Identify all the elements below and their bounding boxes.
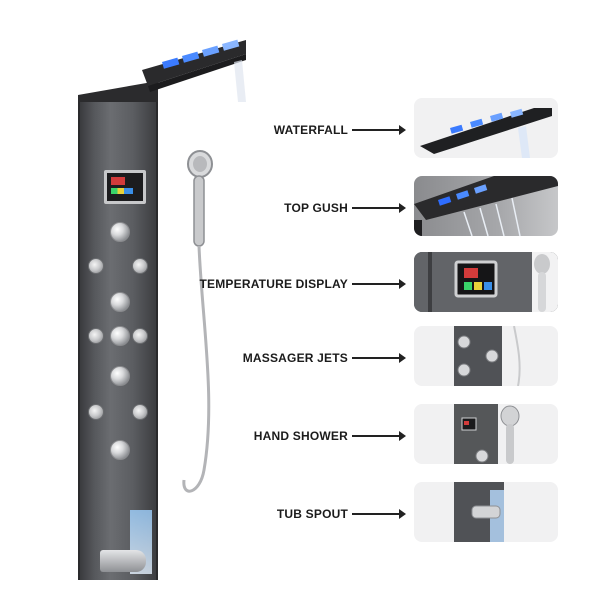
massage-jet-icon (454, 326, 521, 386)
rain-head-icon (414, 176, 558, 236)
feature-row-tub-spout: TUB SPOUT (190, 504, 420, 524)
arrow-icon (352, 125, 406, 135)
feature-label: WATERFALL (273, 123, 348, 137)
shower-panel (60, 30, 260, 590)
waterfall-head-icon (142, 39, 246, 102)
feature-row-hand-shower: HAND SHOWER (190, 426, 420, 446)
massager-jets-thumbnail (414, 326, 558, 386)
hand-shower-icon (182, 150, 213, 493)
control-knob (110, 440, 130, 460)
waterfall-thumbnail (414, 98, 558, 158)
massage-jet (132, 404, 148, 420)
massage-jet (88, 328, 104, 344)
massage-jet (88, 258, 104, 274)
control-knob (110, 326, 130, 346)
temperature-display-thumbnail (414, 252, 558, 312)
temperature-display (104, 170, 146, 204)
arrow-icon (352, 279, 406, 289)
temperature-display-icon (414, 252, 558, 312)
arrow-icon (352, 353, 406, 363)
feature-label: TUB SPOUT (276, 507, 348, 521)
massage-jet (88, 404, 104, 420)
feature-label: TOP GUSH (284, 201, 348, 215)
tub-spout-icon (454, 482, 504, 542)
feature-row-temperature-display: TEMPERATURE DISPLAY (190, 274, 420, 294)
tub-spout-thumbnail (414, 482, 558, 542)
control-knob (110, 222, 130, 242)
control-knob (110, 366, 130, 386)
hand-shower-icon (454, 404, 520, 464)
waterfall-icon (420, 108, 552, 158)
massage-jet (132, 258, 148, 274)
massage-jet (132, 328, 148, 344)
feature-row-massager-jets: MASSAGER JETS (190, 348, 420, 368)
arrow-icon (352, 431, 406, 441)
feature-row-waterfall: WATERFALL (190, 120, 420, 140)
feature-row-top-gush: TOP GUSH (190, 198, 420, 218)
arrow-icon (352, 509, 406, 519)
arrow-icon (352, 203, 406, 213)
feature-label: TEMPERATURE DISPLAY (199, 277, 348, 291)
control-knob (110, 292, 130, 312)
tub-spout (100, 550, 146, 572)
hand-shower-thumbnail (414, 404, 558, 464)
feature-label: MASSAGER JETS (242, 351, 348, 365)
feature-label: HAND SHOWER (253, 429, 348, 443)
top-gush-thumbnail (414, 176, 558, 236)
